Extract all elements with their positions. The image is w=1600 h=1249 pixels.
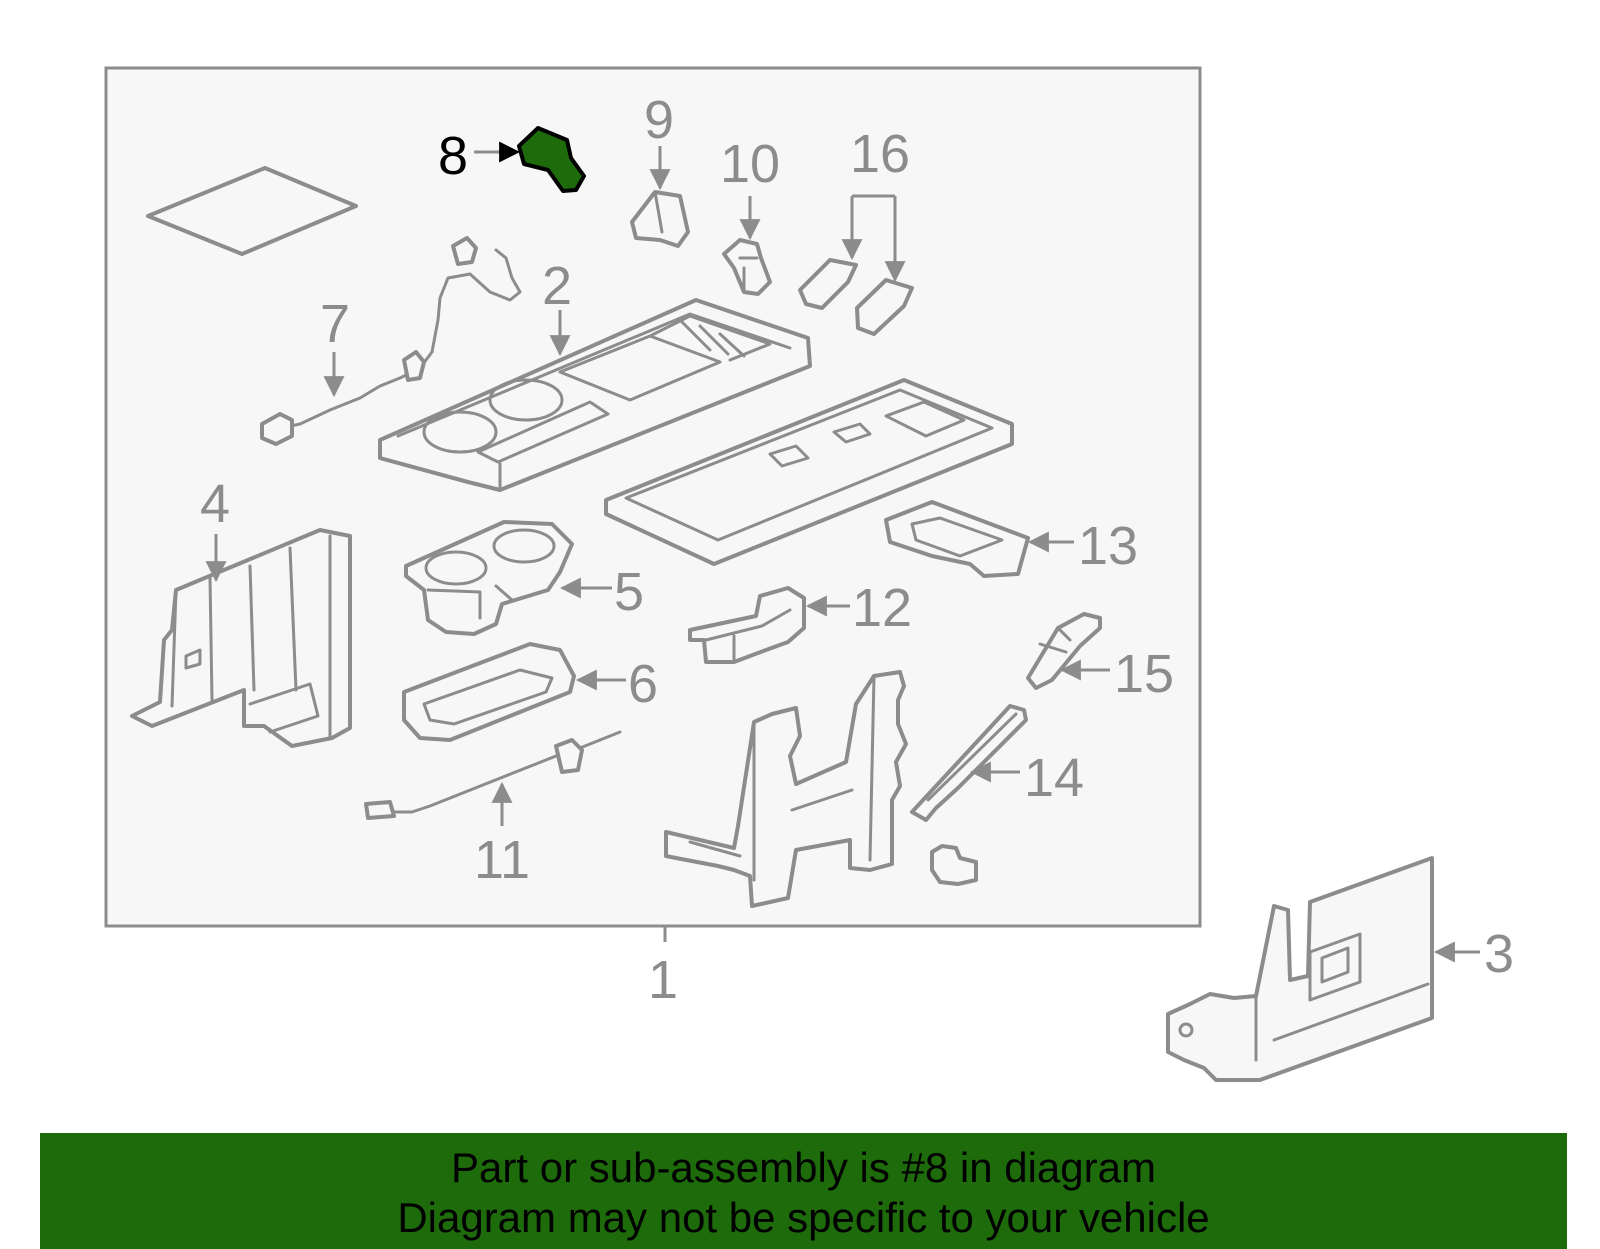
callout-1: 1: [648, 950, 678, 1010]
part-8-highlighted[interactable]: [517, 126, 586, 193]
callout-4: 4: [200, 474, 230, 534]
callout-10: 10: [720, 134, 780, 194]
callout-12: 12: [852, 578, 912, 638]
part-12[interactable]: [688, 586, 806, 664]
callout-labels: 1 2 3 4 5 6 7 8 9 10 11 12 13 14 15 16: [200, 90, 1514, 1010]
part-3-bracket[interactable]: [1166, 856, 1434, 1082]
callout-6: 6: [628, 654, 658, 714]
info-banner: Part or sub-assembly is #8 in diagram Di…: [40, 1133, 1567, 1249]
part-5-cup-holder[interactable]: [404, 520, 574, 636]
callout-8: 8: [438, 126, 468, 186]
callout-3: 3: [1484, 924, 1514, 984]
part-10[interactable]: [722, 238, 772, 296]
callout-14: 14: [1024, 748, 1084, 808]
banner-line-2: Diagram may not be specific to your vehi…: [397, 1194, 1210, 1241]
callout-7: 7: [320, 294, 350, 354]
part-4-side-panel[interactable]: [130, 528, 352, 748]
part-7-harness[interactable]: [260, 236, 522, 446]
banner-line-1: Part or sub-assembly is #8 in diagram: [451, 1144, 1156, 1191]
part-14[interactable]: [910, 704, 1028, 822]
callout-9: 9: [644, 90, 674, 150]
part-11-cable[interactable]: [364, 730, 622, 820]
part-13[interactable]: [884, 500, 1030, 578]
callout-16: 16: [850, 124, 910, 184]
part-15[interactable]: [1026, 612, 1102, 690]
leader-line-16: [841, 194, 906, 283]
callout-11: 11: [474, 830, 530, 890]
part-bracket: [664, 670, 978, 908]
part-6-cup-mat[interactable]: [402, 642, 576, 742]
callout-2: 2: [542, 256, 572, 316]
callout-13: 13: [1078, 516, 1138, 576]
part-9[interactable]: [630, 190, 690, 248]
part-tray: [604, 378, 1014, 566]
part-2-console-top[interactable]: [378, 298, 812, 492]
part-mat: [146, 166, 358, 256]
callout-5: 5: [614, 562, 644, 622]
callout-15: 15: [1114, 644, 1174, 704]
